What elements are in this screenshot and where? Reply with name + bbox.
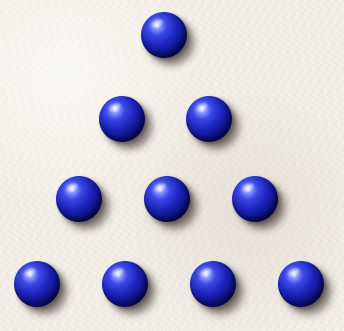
peg-3[interactable]	[186, 96, 232, 142]
peg-9[interactable]	[190, 261, 236, 307]
peg-2[interactable]	[99, 96, 145, 142]
peg-6[interactable]	[232, 176, 278, 222]
peg-10[interactable]	[278, 261, 324, 307]
peg-5[interactable]	[144, 176, 190, 222]
peg-8[interactable]	[102, 261, 148, 307]
peg-1[interactable]	[141, 12, 187, 58]
peg-7[interactable]	[14, 261, 60, 307]
peg-4[interactable]	[56, 176, 102, 222]
